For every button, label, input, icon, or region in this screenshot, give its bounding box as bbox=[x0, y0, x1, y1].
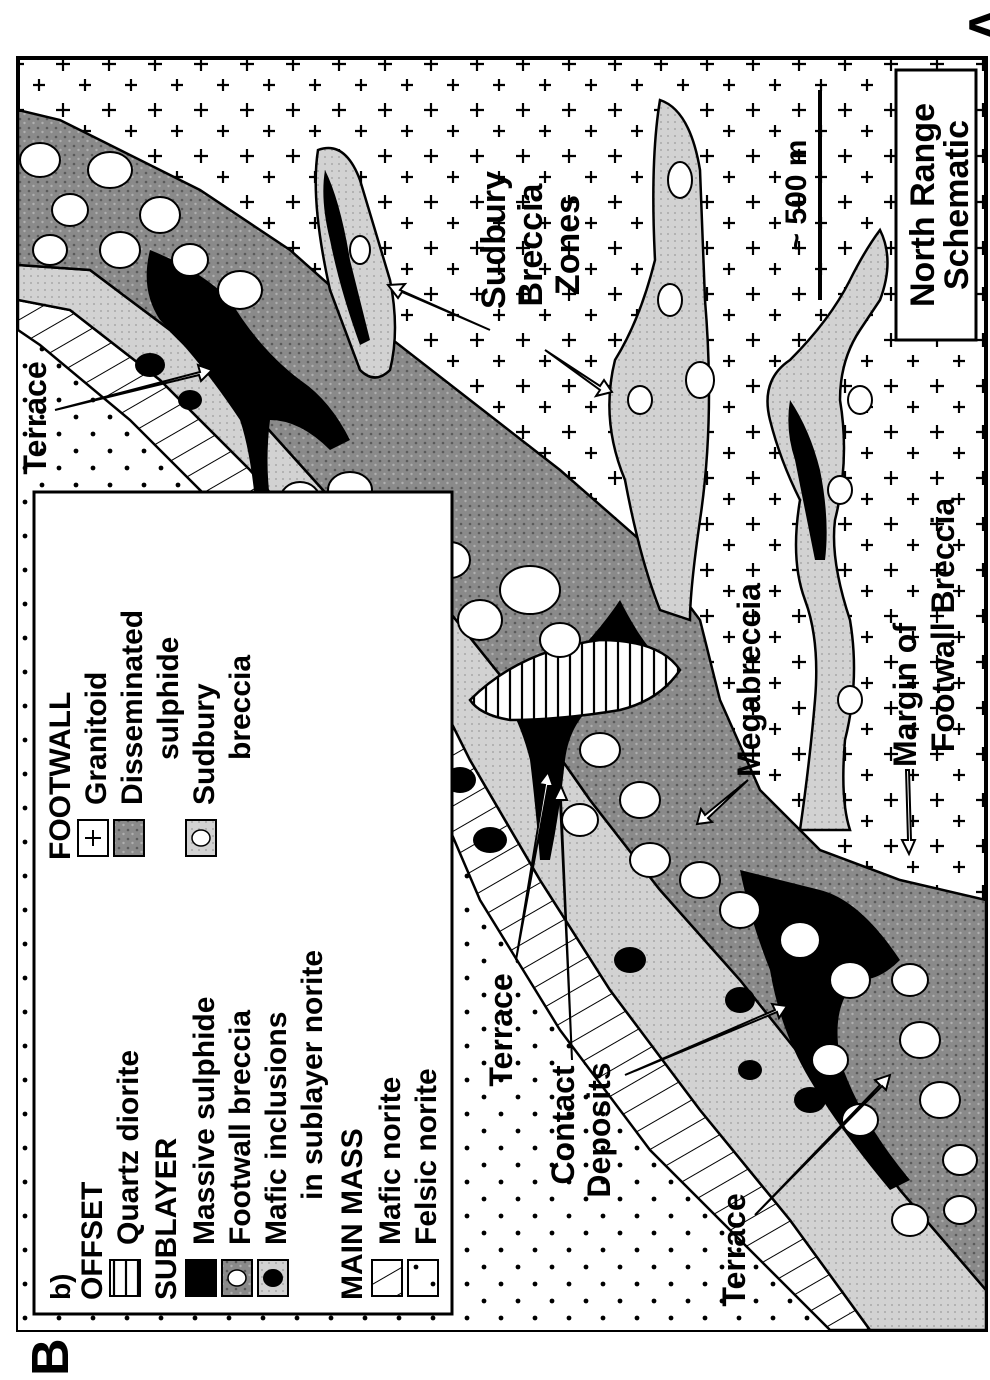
title-line-1: North Range bbox=[904, 103, 942, 307]
swatch-mafic-norite bbox=[372, 1260, 402, 1296]
legend-sublayer-heading: SUBLAYER bbox=[150, 1137, 183, 1300]
label-contact: Contact bbox=[545, 1065, 581, 1184]
swatch-felsic-norite bbox=[408, 1260, 438, 1296]
label-terrace-upper: Terrace bbox=[17, 361, 53, 474]
legend-main-mass-heading: MAIN MASS bbox=[336, 1128, 369, 1300]
legend-quartz-diorite: Quartz diorite bbox=[112, 1050, 145, 1245]
legend-felsic-norite: Felsic norite bbox=[410, 1068, 443, 1245]
legend-granitoid: Granitoid bbox=[80, 672, 113, 805]
swatch-quartz-diorite bbox=[110, 1260, 140, 1296]
label-breccia: Breccia bbox=[512, 182, 550, 306]
legend-sudbury: Sudbury bbox=[188, 683, 221, 805]
legend-in-sublayer-norite: in sublayer norite bbox=[296, 950, 329, 1200]
label-megabreccia: Megabreccia bbox=[731, 583, 767, 777]
legend-disseminated: Disseminated bbox=[116, 610, 149, 805]
legend-footwall-heading: FOOTWALL bbox=[44, 692, 77, 860]
legend-offset-heading: OFFSET bbox=[76, 1182, 109, 1300]
legend-breccia: breccia bbox=[224, 655, 257, 760]
swatch-massive-sulphide bbox=[186, 1260, 216, 1296]
label-terrace-middle: Terrace bbox=[483, 973, 519, 1086]
legend-mafic-inclusions: Mafic inclusions bbox=[260, 1012, 293, 1245]
label-sudbury: Sudbury bbox=[475, 171, 513, 309]
label-deposits: Deposits bbox=[581, 1062, 617, 1197]
label-zones: Zones bbox=[549, 195, 587, 295]
swatch-mafic-inclusion bbox=[263, 1269, 283, 1287]
label-margin-of: Margin of bbox=[887, 623, 923, 767]
label-footwall-breccia: Footwall Breccia bbox=[925, 498, 961, 753]
swatch-footwall-breccia-clast bbox=[228, 1270, 246, 1286]
legend-footwall-breccia: Footwall breccia bbox=[224, 1010, 257, 1245]
legend-massive-sulphide: Massive sulphide bbox=[188, 997, 221, 1245]
corner-letter-a: A bbox=[959, 6, 990, 44]
legend-panel: b) bbox=[45, 1274, 76, 1300]
label-terrace-lower: Terrace bbox=[716, 1193, 752, 1306]
swatch-sudbury-breccia-clast bbox=[192, 830, 210, 846]
corner-letter-b: B bbox=[22, 1338, 80, 1376]
legend-mafic-norite: Mafic norite bbox=[374, 1077, 407, 1245]
swatch-disseminated-sulphide bbox=[114, 820, 144, 856]
title-line-2: Schematic bbox=[938, 120, 976, 290]
legend-sulphide: sulphide bbox=[152, 637, 185, 760]
scale-label: ~ 500 m bbox=[780, 140, 813, 251]
